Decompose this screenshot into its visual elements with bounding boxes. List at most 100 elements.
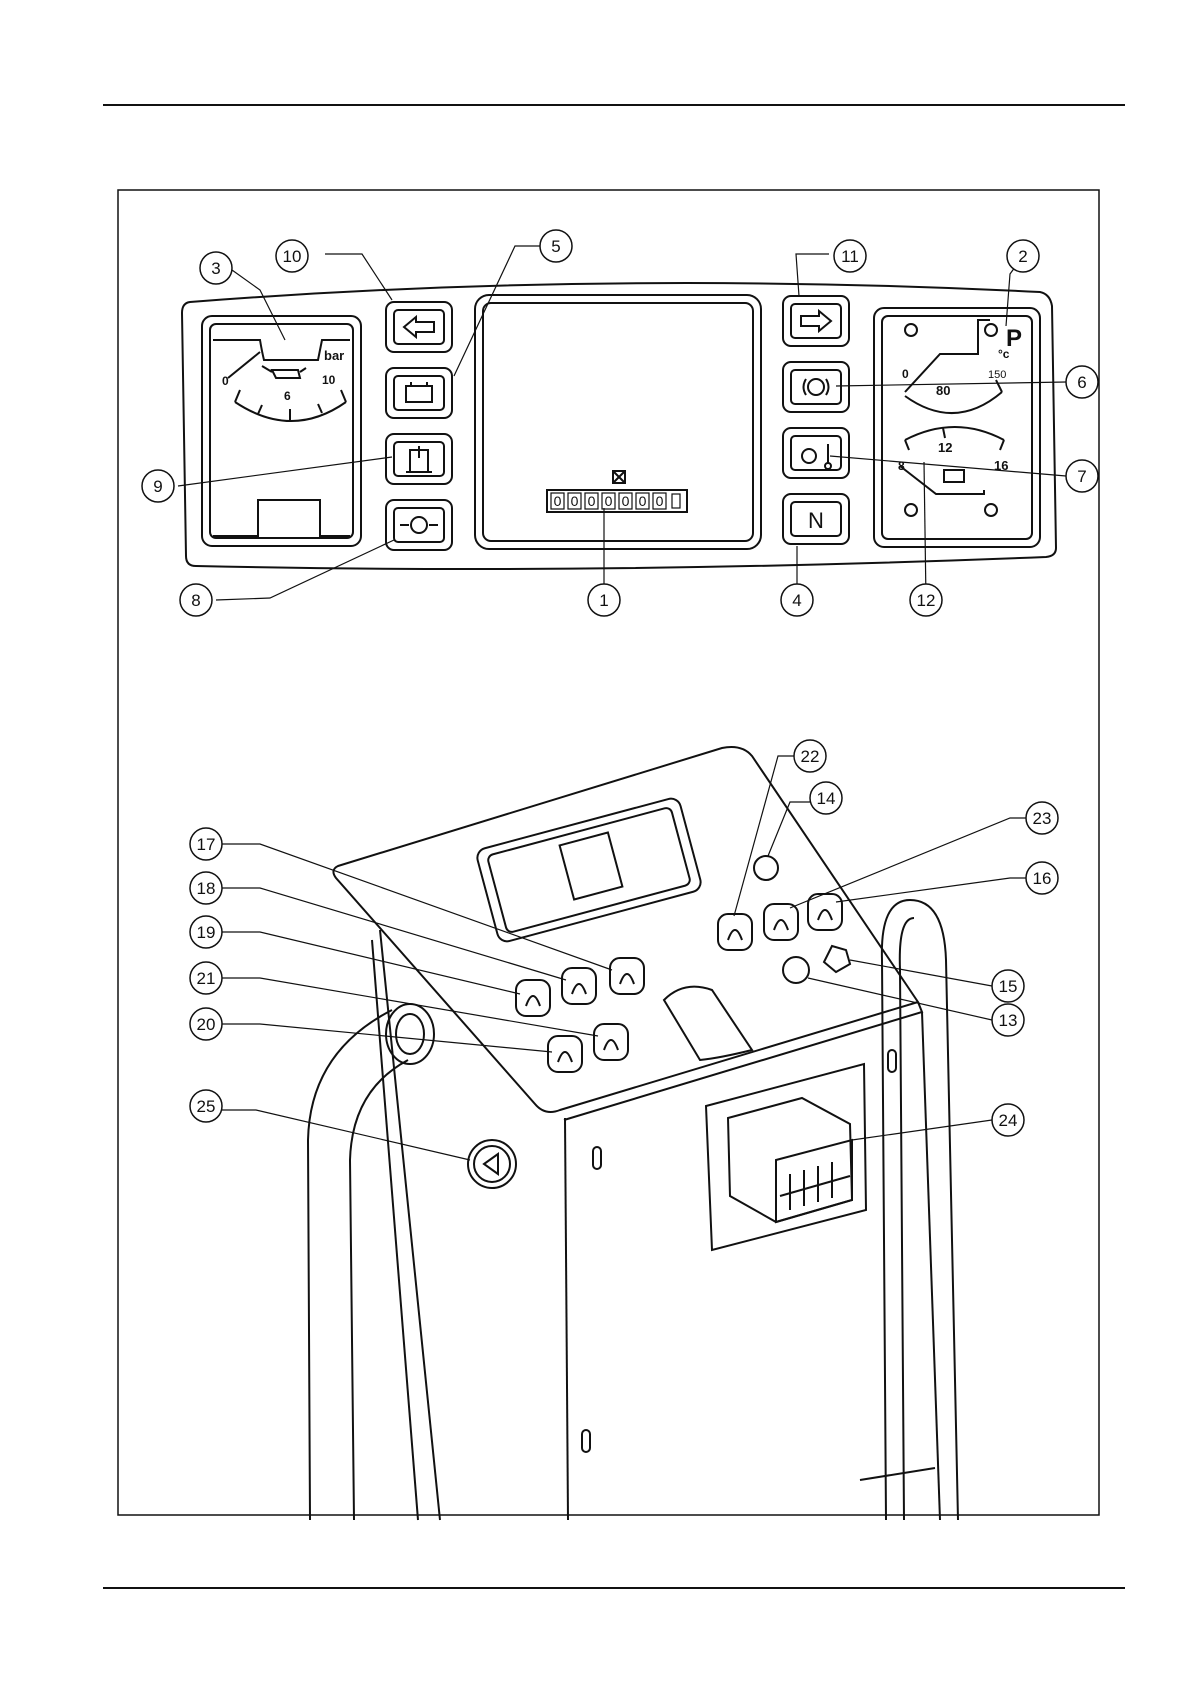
callout-16: 16 [1026,862,1058,894]
callout-label: 18 [197,879,216,898]
ignition-key-15[interactable] [824,946,850,972]
hour-meter-digit: 0 [605,493,613,509]
callout-label: 16 [1033,869,1052,888]
temperature-gauge [905,320,1002,413]
callout-label: 19 [197,923,216,942]
callout-label: 7 [1077,467,1086,486]
callout-label: 24 [999,1111,1018,1130]
callout-label: 17 [197,835,216,854]
callout-25: 25 [190,1090,222,1122]
callout-label: 10 [283,247,302,266]
hour-meter-digit: 0 [622,493,630,509]
callout-22: 22 [794,740,826,772]
brake-icon [804,379,829,395]
callout-label: 1 [599,591,608,610]
battery-min: 8 [898,459,905,473]
callout-21: 21 [190,962,222,994]
callout-label: 15 [999,977,1018,996]
switch-17[interactable] [610,958,644,994]
callout-11: 11 [834,240,866,272]
temp-max: 150 [988,369,1006,381]
callout-label: 25 [197,1097,216,1116]
callout-18: 18 [190,872,222,904]
callout-label: 6 [1077,373,1086,392]
hour-meter-digit: 0 [639,493,647,509]
oil-pressure-gauge [213,340,350,536]
hour-meter-digit: 0 [656,493,664,509]
callout-label: 9 [153,477,162,496]
callout-5: 5 [540,230,572,262]
callout-label: 14 [817,789,836,808]
callout-24: 24 [992,1104,1024,1136]
callout-label: 8 [191,591,200,610]
switch-23[interactable] [764,904,798,940]
callout-19: 19 [190,916,222,948]
callout-10: 10 [276,240,308,272]
warning-lamp-13 [783,957,809,983]
callout-label: 13 [999,1011,1018,1030]
switch-18[interactable] [562,968,596,1004]
left-arrow-icon [404,317,434,337]
filter-warning-button[interactable] [386,434,452,484]
hour-meter-end-cell [672,494,680,508]
oil-gauge-min: 0 [222,374,229,388]
temp-unit: °c [998,347,1010,361]
engine-oil-icon [400,517,438,533]
right-indicator-button[interactable] [783,296,849,346]
oil-gauge-unit: bar [324,348,344,363]
callout-7: 7 [1066,460,1098,492]
callout-9: 9 [142,470,174,502]
callout-label: 2 [1018,247,1027,266]
switch-16[interactable] [808,894,842,930]
callout-label: 21 [197,969,216,988]
oil-can-icon [262,366,306,378]
oil-gauge-mid: 6 [284,389,291,403]
hour-meter-digit: 0 [571,493,579,509]
callout-14: 14 [810,782,842,814]
left-indicator-button[interactable] [386,302,452,352]
callout-label: 5 [551,237,560,256]
callout-15: 15 [992,970,1024,1002]
battery-icon [406,382,432,402]
figure-frame [118,190,1099,1515]
hour-meter-digit: 0 [588,493,596,509]
callout-13: 13 [992,1004,1024,1036]
switch-22[interactable] [718,914,752,950]
engine-oil-button[interactable] [386,500,452,550]
temp-min: 0 [902,367,909,381]
neutral-label: N [808,508,824,533]
callout-2: 2 [1007,240,1039,272]
callout-6: 6 [1066,366,1098,398]
callout-label: 4 [792,591,801,610]
switch-20[interactable] [548,1036,582,1072]
callout-1: 1 [588,584,620,616]
callout-17: 17 [190,828,222,860]
switch-21[interactable] [594,1024,628,1060]
callout-label: 22 [801,747,820,766]
hour-meter-digit: 0 [554,493,562,509]
parking-brake-button[interactable] [783,362,849,412]
switch-19[interactable] [516,980,550,1016]
fuse-box [706,1064,866,1250]
callout-3: 3 [200,252,232,284]
callout-8: 8 [180,584,212,616]
temp-mid: 80 [936,383,950,398]
battery-charge-button[interactable] [386,368,452,418]
emergency-button-25[interactable] [468,1140,516,1188]
callout-label: 11 [841,247,859,266]
callout-4: 4 [781,584,813,616]
battery-mid: 12 [938,440,952,455]
callout-23: 23 [1026,802,1058,834]
callout-label: 12 [917,591,936,610]
temperature-warning-button[interactable] [783,428,849,478]
callout-label: 23 [1033,809,1052,828]
filter-icon [406,446,432,472]
callout-12: 12 [910,584,942,616]
callout-label: 3 [211,259,220,278]
warning-lamp-14 [754,856,778,880]
temperature-icon [802,444,831,469]
callout-label: 20 [197,1015,216,1034]
callout-20: 20 [190,1008,222,1040]
